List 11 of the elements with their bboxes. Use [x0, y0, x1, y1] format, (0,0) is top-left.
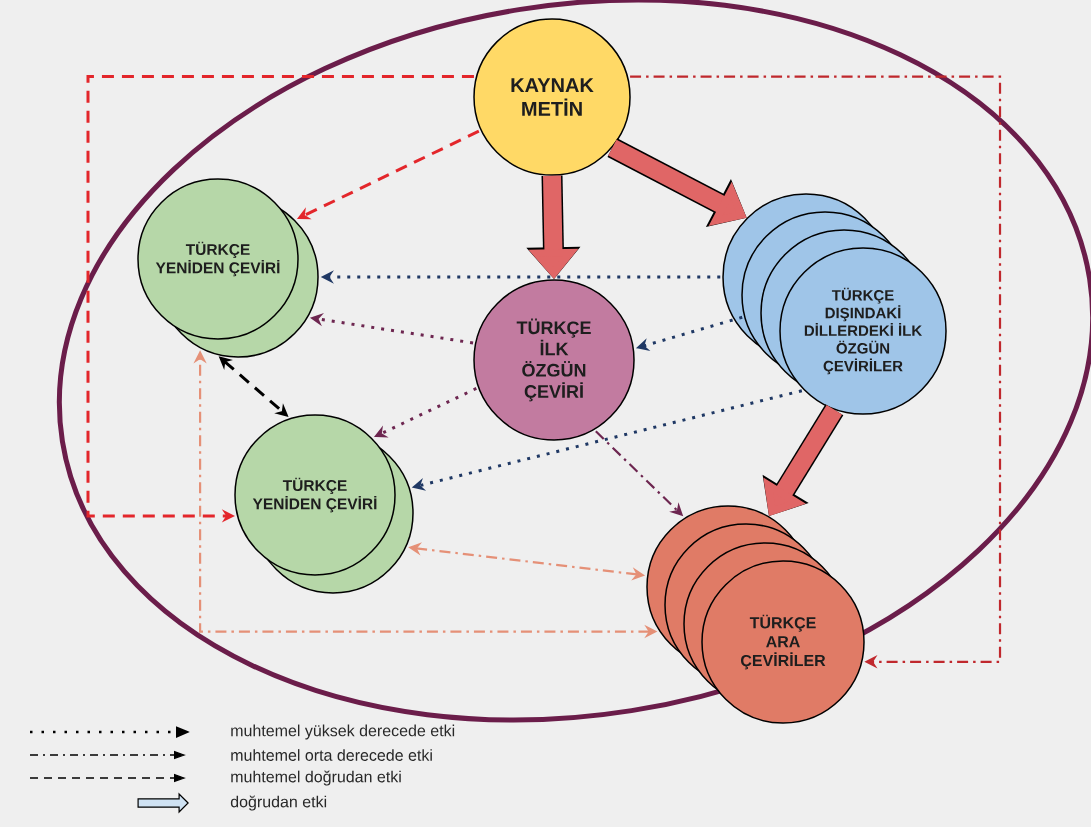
circle-stack: TÜRKÇE YENİDEN ÇEVİRİ — [137, 178, 319, 358]
legend-label: muhtemel doğrudan etki — [231, 770, 401, 786]
circle-stack: TÜRKÇE YENİDEN ÇEVİRİ — [234, 414, 414, 594]
circle-node: KAYNAK METİN — [473, 18, 631, 176]
circle-node: TÜRKÇE İLK ÖZGÜN ÇEVİRİ — [473, 279, 635, 441]
legend-label: muhtemel yüksek derecede etki — [231, 724, 455, 740]
circle-stack: TÜRKÇE DIŞINDAKİ DİLLERDEKİ İLK ÖZGÜN ÇEVİRİLER — [722, 193, 947, 415]
circle-stack: TÜRKÇE ARA ÇEVİRİLER — [646, 505, 865, 724]
legend-label: doğrudan etki — [230, 795, 327, 811]
arrow — [630, 75, 1002, 669]
legend-label: muhtemel orta derecede etki — [231, 749, 432, 761]
